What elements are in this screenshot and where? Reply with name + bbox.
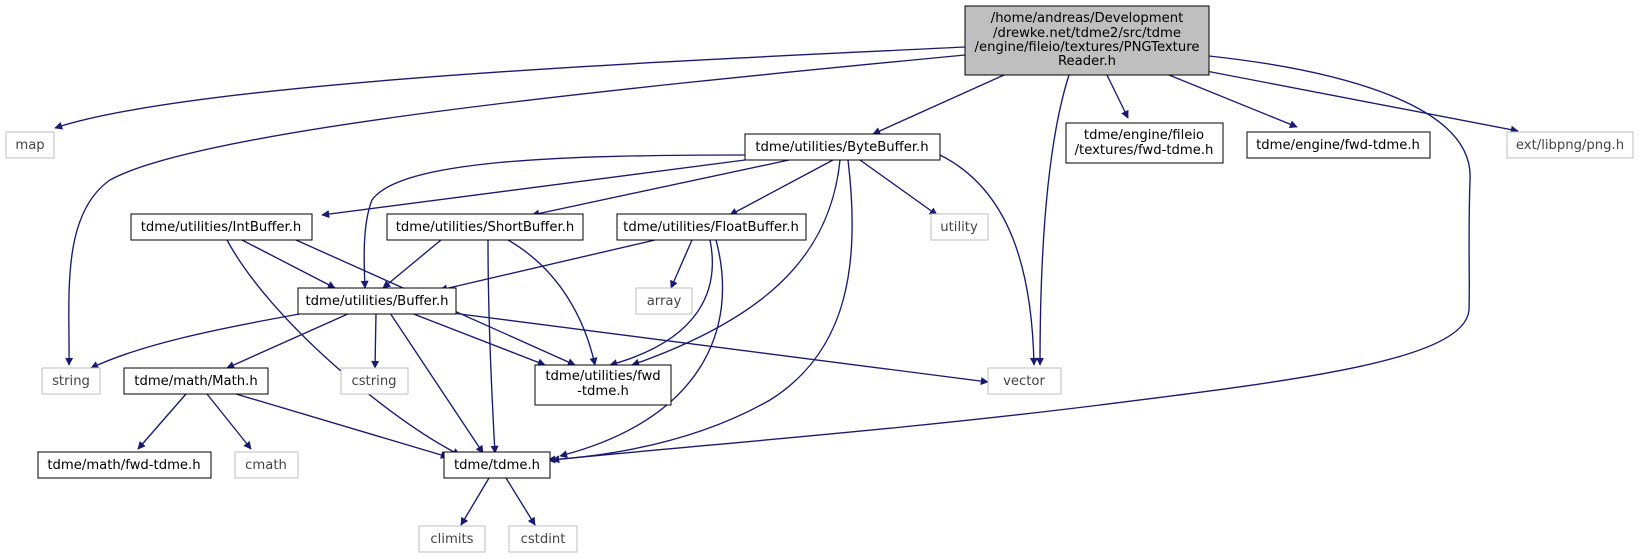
edge-shortbuffer-buffer (382, 239, 442, 289)
edge-root-vector (1036, 74, 1070, 366)
node-label: tdme/engine/fwd-tdme.h (1256, 138, 1420, 153)
node-map: map (5, 131, 55, 159)
edge-bytebuffer-utilities-fwd (631, 159, 841, 367)
edge-bytebuffer-floatbuffer (729, 159, 834, 216)
node-intbuffer-h[interactable]: tdme/utilities/IntBuffer.h (130, 213, 313, 241)
node-utility: utility (930, 213, 989, 241)
edge-root-engine-fwd (1168, 74, 1298, 128)
node-label: tdme/utilities/FloatBuffer.h (623, 220, 799, 235)
edge-root-textures-fwd (1106, 74, 1129, 119)
edge-tdme-climits (460, 477, 490, 526)
node-buffer-h[interactable]: tdme/utilities/Buffer.h (297, 287, 457, 315)
edge-bytebuffer-buffer (360, 154, 746, 289)
node-ext-libpng-png-h: ext/libpng/png.h (1506, 131, 1634, 159)
node-label: string (52, 374, 90, 389)
node-engine-fwd-tdme-h[interactable]: tdme/engine/fwd-tdme.h (1246, 131, 1431, 159)
node-math-h[interactable]: tdme/math/Math.h (123, 367, 269, 395)
node-label: cstring (351, 374, 396, 389)
edge-bytebuffer-vector (939, 154, 1038, 366)
node-climits: climits (418, 525, 486, 553)
node-label: tdme/utilities/IntBuffer.h (141, 220, 302, 235)
node-label-line: Reader.h (1058, 54, 1116, 69)
node-label: tdme/math/Math.h (134, 374, 257, 389)
edge-root-string (65, 54, 966, 366)
node-tdme-h[interactable]: tdme/tdme.h (443, 451, 551, 479)
edge-floatbuffer-tdme (559, 239, 724, 459)
node-floatbuffer-h[interactable]: tdme/utilities/FloatBuffer.h (616, 213, 807, 241)
edge-root-map (54, 46, 966, 130)
edge-math-math-fwd (137, 393, 187, 450)
edge-bytebuffer-shortbuffer (531, 159, 790, 218)
node-label: vector (1003, 374, 1045, 389)
node-bytebuffer-h[interactable]: tdme/utilities/ByteBuffer.h (744, 133, 941, 161)
nodes: /home/andreas/Development /drewke.net/td… (5, 5, 1634, 553)
edge-buffer-utilities-fwd (410, 312, 546, 367)
node-label-line: /home/andreas/Development (991, 11, 1184, 26)
node-label: tdme/tdme.h (454, 458, 540, 473)
edge-floatbuffer-utilities-fwd (609, 239, 713, 367)
node-label: map (15, 138, 44, 153)
edge-buffer-cstring (371, 312, 380, 369)
node-math-fwd-tdme-h[interactable]: tdme/math/fwd-tdme.h (37, 451, 212, 479)
edge-math-cmath (206, 393, 252, 450)
edge-bytebuffer-utility (859, 159, 938, 216)
node-label: tdme/utilities/Buffer.h (305, 294, 448, 309)
node-label: cstdint (521, 532, 566, 547)
node-shortbuffer-h[interactable]: tdme/utilities/ShortBuffer.h (386, 213, 584, 241)
node-label: tdme/utilities/ShortBuffer.h (396, 220, 574, 235)
node-array: array (635, 287, 693, 315)
node-label: tdme/math/fwd-tdme.h (47, 458, 200, 473)
edge-bytebuffer-tdme (547, 159, 853, 464)
node-cstdint: cstdint (508, 525, 578, 553)
node-string: string (41, 367, 101, 395)
edge-root-png (1205, 70, 1519, 134)
node-label-line: tdme/engine/fileio (1084, 128, 1204, 143)
node-vector: vector (987, 367, 1062, 395)
edge-shortbuffer-utilities-fwd (507, 239, 598, 366)
edge-intbuffer-buffer (241, 239, 336, 289)
edge-floatbuffer-array (670, 239, 693, 289)
edge-root-tdme (551, 55, 1471, 464)
node-label: cmath (245, 458, 287, 473)
edge-bytebuffer-intbuffer (321, 159, 746, 219)
edge-math-tdme (235, 393, 449, 459)
node-textures-fwd-tdme-h[interactable]: tdme/engine/fileio /textures/fwd-tdme.h (1065, 122, 1224, 164)
edge-buffer-string (90, 312, 306, 369)
node-label: utility (940, 220, 978, 235)
node-label: array (647, 294, 682, 309)
node-cstring: cstring (340, 367, 409, 395)
edge-intbuffer-tdme (226, 239, 461, 456)
node-root-pngtexturereader[interactable]: /home/andreas/Development /drewke.net/td… (964, 5, 1210, 76)
edge-root-bytebuffer (872, 74, 1005, 135)
edge-tdme-cstdint (505, 477, 536, 526)
node-label-line: tdme/utilities/fwd (545, 369, 660, 384)
node-label-line: /textures/fwd-tdme.h (1075, 143, 1214, 158)
edge-buffer-tdme (389, 312, 484, 454)
node-utilities-fwd-tdme-h[interactable]: tdme/utilities/fwd -tdme.h (534, 364, 672, 406)
edge-shortbuffer-tdme (487, 239, 499, 454)
node-label-line: /drewke.net/tdme2/src/tdme (993, 26, 1181, 41)
edge-buffer-math (226, 312, 351, 369)
node-label: climits (430, 532, 473, 547)
node-label: ext/libpng/png.h (1516, 138, 1624, 153)
node-cmath: cmath (234, 451, 299, 479)
edge-buffer-vector (451, 312, 989, 386)
node-label: tdme/utilities/ByteBuffer.h (755, 140, 928, 155)
node-label-line: /engine/fileio/textures/PNGTexture (975, 40, 1200, 55)
edge-floatbuffer-buffer (439, 239, 656, 293)
node-label-line: -tdme.h (577, 384, 629, 399)
